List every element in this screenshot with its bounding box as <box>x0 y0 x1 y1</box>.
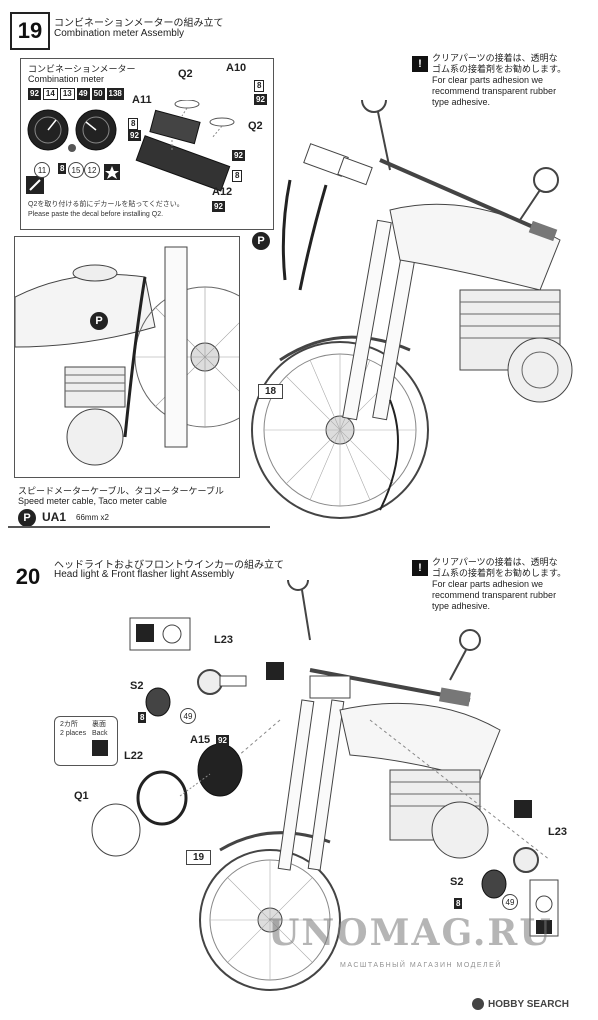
part-code-8-right: 8 <box>454 898 463 909</box>
tank-engine-closeup-drawing <box>15 246 239 466</box>
cable-label-jp: スピードメーターケーブル、タコメーターケーブル <box>18 486 224 496</box>
back-decal-icon <box>92 740 108 756</box>
part-a12: A12 <box>212 186 233 198</box>
step-20-note: クリアパーツの接着は、透明な ゴム系の接着剤をお勧めします。 For clear… <box>432 557 567 611</box>
meter-codes-top: 92 14 13 49 50 138 <box>28 88 124 100</box>
part-code-49-left: 49 <box>180 708 196 724</box>
meter-illustration <box>26 100 235 194</box>
part-a11: A11 <box>132 94 152 106</box>
part-s2-left: S2 <box>130 680 144 692</box>
glue-warning-icon: ! <box>412 56 428 72</box>
watermark-sub: МАСШТАБНЫЙ МАГАЗИН МОДЕЛЕЙ <box>340 962 502 969</box>
part-q2-right: Q2 <box>248 120 263 132</box>
part-code-8a: 8 <box>254 80 265 92</box>
part-l22: L22 <box>124 750 143 762</box>
meter-label-jp: コンビネーションメーター <box>28 64 136 74</box>
part-code-92b: 92 <box>128 130 141 141</box>
part-l23-right: L23 <box>548 826 567 838</box>
back-note-ura: 裏面 <box>92 721 106 728</box>
headlight-exploded-drawing <box>91 617 284 857</box>
part-q1: Q1 <box>74 790 89 802</box>
step-19-note: クリアパーツの接着は、透明な ゴム系の接着剤をお勧めします。 For clear… <box>432 53 567 107</box>
part-code-8-left: 8 <box>138 712 147 723</box>
cable-part-p: P <box>18 509 36 527</box>
part-code-8b: 8 <box>128 118 139 130</box>
part-s2-right: S2 <box>450 876 464 888</box>
cable-ua-code: UA1 <box>42 510 67 524</box>
glue-warning-icon-2: ! <box>412 560 428 576</box>
cable-part-p-callout: P <box>90 312 108 330</box>
step-19-title-jp: コンビネーションメーターの組み立て <box>54 18 224 29</box>
back-note-jp: 2カ所 <box>60 721 78 728</box>
brand-logo-icon <box>472 998 484 1010</box>
motorcycle-step-19-drawing <box>251 100 573 519</box>
part-code-92a: 92 <box>254 94 267 105</box>
part-code-92: 92 <box>216 735 229 746</box>
meter-code-11: 11 <box>34 162 50 178</box>
part-a10: A10 <box>226 62 247 74</box>
back-note-en: 2 places <box>60 730 87 737</box>
back-note-back: Back <box>92 730 108 737</box>
step-20-title-en: Head light & Front flasher light Assembl… <box>54 569 235 580</box>
step-19-title-en: Combination meter Assembly <box>54 28 185 39</box>
decal-note-en: Please paste the decal before installing… <box>28 211 164 218</box>
part-q2-top: Q2 <box>178 68 193 80</box>
footer-brand: HOBBY SEARCH <box>472 998 569 1010</box>
cable-closeup-box <box>14 236 240 478</box>
part-code-8c: 8 <box>232 170 243 182</box>
step-20-number: 20 <box>15 564 41 589</box>
part-code-92c: 92 <box>232 150 245 161</box>
part-code-49-right: 49 <box>502 894 518 910</box>
meter-label-en: Combination meter <box>28 74 105 84</box>
decal-note-jp: Q2を取り付ける前にデカールを貼ってください。 <box>28 201 184 208</box>
cable-label-en: Speed meter cable, Taco meter cable <box>18 496 167 506</box>
meter-code-15: 15 <box>68 162 84 178</box>
part-code-92d: 92 <box>212 201 225 212</box>
step-19-callout-p: P <box>252 232 270 250</box>
section-divider <box>8 526 270 528</box>
step-19-number: 19 <box>10 12 50 50</box>
meter-code-12: 12 <box>84 162 100 178</box>
part-a15: A15 <box>190 734 211 746</box>
right-flasher-drawing <box>481 800 559 937</box>
step-19-ref-part: 18 <box>258 384 284 399</box>
cable-size: 66mm x2 <box>76 513 109 522</box>
watermark-main: UNOMAG.RU <box>268 912 553 954</box>
part-l23-top: L23 <box>214 634 233 646</box>
motorcycle-step-20-drawing <box>199 580 551 991</box>
step-20-ref-part: 19 <box>186 850 212 865</box>
step-20-title-jp: ヘッドライトおよびフロントウインカーの組み立て <box>54 560 284 571</box>
meter-code-8: 8 <box>58 163 67 174</box>
